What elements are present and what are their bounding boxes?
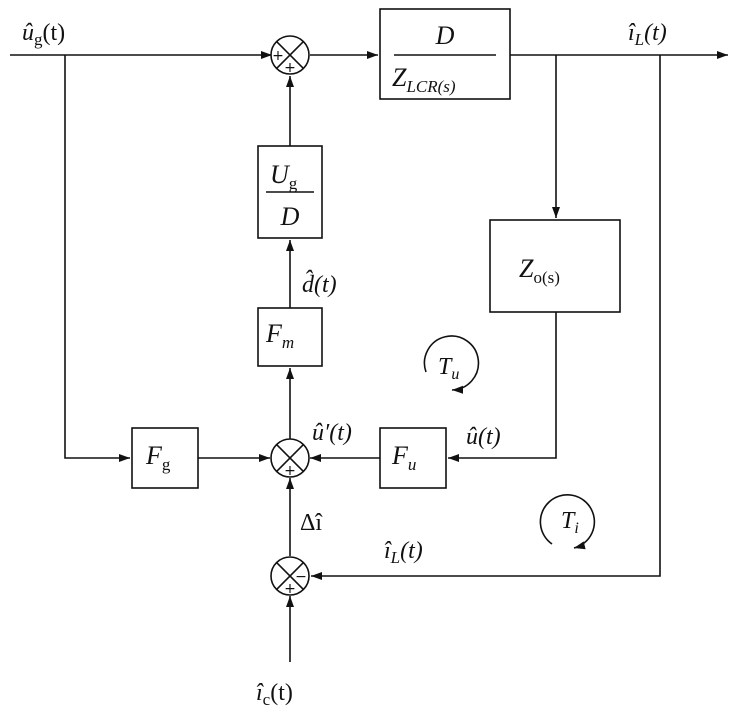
summing-junction-top: + + [270,35,310,76]
block-Fu: Fu [379,427,447,489]
block-plant-D-over-ZLCR: D ZLCR(s) [379,8,511,100]
wire-Zo-to-Fu [448,312,557,462]
block-gain-Ug-over-D: Ug D [257,145,323,239]
sign-plus-bottom-sum2: + [284,463,296,479]
label-iL-output: îL(t) [628,20,667,49]
loop-indicator-Ti: Ti [539,494,596,550]
Fu-label: Fu [391,441,416,474]
wire-iL-feedback [311,55,661,580]
label-iL-feedback: îL(t) [384,538,423,567]
block-Zo: Zo(s) [489,219,621,313]
label-ic-input: îc(t) [256,680,293,709]
sign-plus-bottom-sum3: + [284,581,296,597]
Ti-label: Ti [561,508,579,537]
block-Fm: Fm [257,307,323,367]
sign-plus-left-sum1: + [272,48,284,64]
plant-numerator: D [435,21,455,50]
label-ug-input: ûg(t) [22,20,65,49]
sign-plus-bottom-sum1: + [284,60,296,76]
label-delta-i: Δî [300,510,323,536]
block-Fg: Fg [131,427,199,489]
Fm-label: Fm [265,319,294,352]
Tu-label: Tu [438,354,459,383]
label-u-hat: û(t) [466,424,501,450]
Zo-label: Zo(s) [519,254,560,287]
summing-junction-bottom: − + [270,556,310,597]
wire-ug-branch-to-Fg [64,55,130,462]
summing-junction-middle: + [270,438,310,479]
loop-indicator-Tu: Tu [423,335,480,394]
sign-minus-right-sum3: − [295,569,307,585]
gain-denominator: D [280,202,300,231]
gain-numerator: Ug [270,160,298,193]
label-u-prime: û′(t) [312,420,352,446]
label-d-hat: d̂(t) [302,270,337,298]
plant-denominator: ZLCR(s) [392,63,456,96]
Fg-label: Fg [145,441,171,474]
